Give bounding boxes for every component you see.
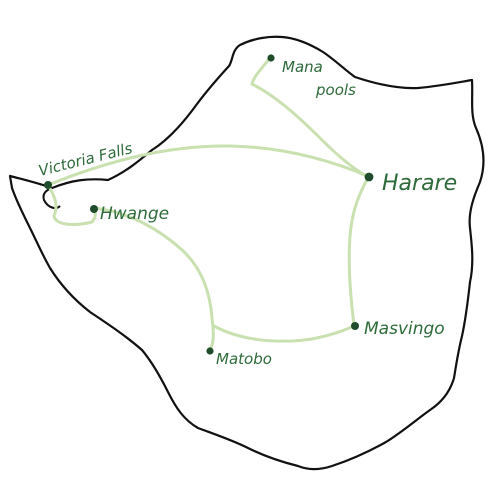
- route-victoria-falls-hwange: [46, 183, 97, 226]
- city-marker-victoria-falls[interactable]: [44, 181, 52, 189]
- city-labels: Mana pools Victoria Falls Harare Hwange …: [37, 58, 458, 368]
- country-border: [8, 35, 485, 471]
- city-label-hwange: Hwange: [100, 204, 169, 224]
- route-harare-masvingo: [347, 176, 370, 327]
- route-layer: [46, 56, 372, 352]
- route-mana-pools-harare: [250, 56, 370, 179]
- city-label-matobo: Matobo: [216, 350, 272, 368]
- city-marker-matobo[interactable]: [206, 347, 214, 355]
- city-marker-masvingo[interactable]: [351, 322, 359, 330]
- city-label-mana-pools-line2: pools: [315, 81, 356, 99]
- city-label-mana-pools-line1: Mana: [282, 58, 323, 76]
- route-matobo-masvingo: [212, 324, 356, 343]
- city-markers: [44, 54, 374, 355]
- city-label-masvingo: Masvingo: [364, 319, 445, 339]
- city-marker-harare[interactable]: [364, 172, 374, 182]
- route-hwange-matobo: [92, 206, 215, 352]
- city-marker-hwange[interactable]: [90, 205, 98, 213]
- route-victoria-falls-harare: [46, 144, 372, 187]
- city-marker-mana-pools[interactable]: [267, 54, 275, 62]
- city-label-harare: Harare: [382, 171, 457, 196]
